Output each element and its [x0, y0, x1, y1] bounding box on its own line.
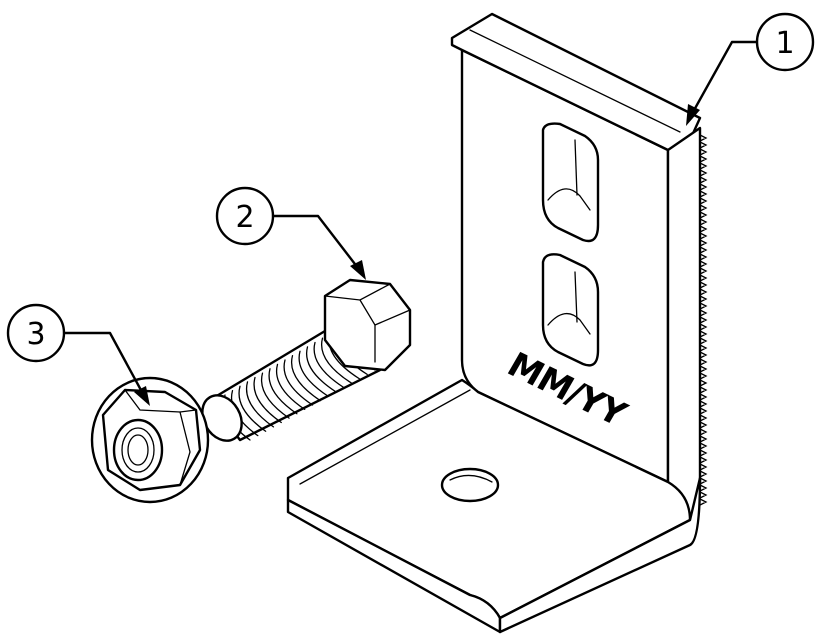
flange-nut	[90, 376, 210, 504]
callout-balloon-2: 2	[215, 186, 366, 280]
balloon-label-3: 3	[26, 317, 45, 352]
leader-arrow-3	[134, 386, 150, 406]
balloon-label-2: 2	[235, 200, 254, 235]
balloon-label-1: 1	[775, 26, 794, 61]
leader-arrow-1	[686, 104, 700, 126]
l-bracket: MM/YY	[286, 12, 708, 634]
callout-balloon-3: 3	[6, 303, 150, 406]
hex-bolt	[201, 278, 412, 442]
callout-balloon-1: 1	[686, 12, 815, 126]
leader-arrow-2	[350, 260, 366, 280]
